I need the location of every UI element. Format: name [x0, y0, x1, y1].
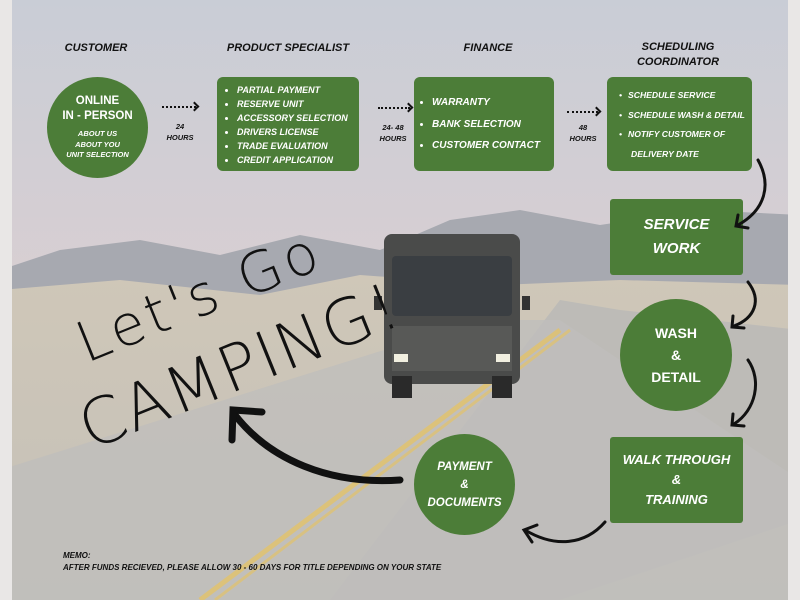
step-service-work: SERVICE WORK	[610, 199, 743, 275]
task-item: ACCESSORY SELECTION	[237, 111, 359, 125]
task-item: •SCHEDULE SERVICE	[619, 90, 716, 100]
column-header-customer: CUSTOMER	[64, 42, 128, 54]
duration-value: 24	[175, 122, 185, 131]
task-text: NOTIFY CUSTOMER OF	[628, 129, 726, 139]
step-walk-through-training: WALK THROUGH & TRAINING	[610, 437, 743, 523]
memo-text: AFTER FUNDS RECIEVED, PLEASE ALLOW 30 - …	[63, 563, 442, 572]
task-item: CUSTOMER CONTACT	[432, 135, 554, 157]
task-item: DELIVERY DATE	[631, 148, 699, 159]
column-header-scheduling-coordinator: SCHEDULING COORDINATOR	[618, 40, 738, 70]
step-text: WALK THROUGH	[622, 452, 731, 467]
task-text: SCHEDULE WASH & DETAIL	[628, 109, 745, 120]
customer-item: UNIT SELECTION	[66, 150, 129, 160]
rv-motorhome-image	[374, 234, 530, 398]
task-item: •NOTIFY CUSTOMER OF	[619, 129, 726, 139]
curved-arrow-icon	[732, 280, 757, 328]
duration-value: 24- 48	[382, 123, 404, 132]
step-text: DOCUMENTS	[427, 496, 502, 509]
task-item: WARRANTY	[432, 92, 554, 114]
curved-arrow-icon	[736, 158, 767, 227]
column-header-finance: FINANCE	[463, 42, 513, 54]
dotted-arrow-icon	[378, 107, 410, 109]
step-text: WORK	[652, 240, 701, 257]
dotted-arrow-icon	[162, 106, 196, 108]
column-header-product-specialist: PRODUCT SPECIALIST	[226, 42, 350, 54]
curved-arrow-icon	[732, 358, 757, 426]
task-item: DRIVERS LICENSE	[237, 125, 359, 139]
task-item: CREDIT APPLICATION	[237, 153, 359, 167]
step-text: &	[460, 478, 469, 491]
product-specialist-box: PARTIAL PAYMENT RESERVE UNIT ACCESSORY S…	[217, 77, 359, 171]
step-text: &	[670, 347, 682, 363]
customer-online: ONLINE	[75, 95, 120, 108]
dotted-arrow-icon	[567, 111, 598, 113]
task-item: RESERVE UNIT	[237, 97, 359, 111]
arrowhead-icon	[228, 406, 266, 444]
step-text: PAYMENT	[437, 460, 492, 473]
step-text: WASH	[655, 325, 697, 341]
finance-box: WARRANTY BANK SELECTION CUSTOMER CONTACT	[414, 77, 554, 171]
arrowhead-icon	[730, 314, 746, 330]
scheduling-coordinator-box: •SCHEDULE SERVICE •SCHEDULE WASH & DETAI…	[607, 77, 752, 171]
header-line: SCHEDULING	[641, 41, 715, 53]
memo: MEMO: AFTER FUNDS RECIEVED, PLEASE ALLOW…	[63, 550, 441, 574]
arrowhead-icon	[734, 213, 750, 230]
task-text: SCHEDULE SERVICE	[628, 90, 716, 100]
step-text: DETAIL	[651, 369, 701, 385]
customer-item: ABOUT YOU	[75, 139, 120, 149]
duration-unit: HOURS	[569, 134, 597, 143]
customer-item: ABOUT US	[77, 129, 118, 139]
duration-label: 24- 48 HOURS	[373, 122, 413, 144]
customer-circle: ONLINE IN - PERSON ABOUT US ABOUT YOU UN…	[47, 77, 148, 178]
task-item: PARTIAL PAYMENT	[237, 83, 359, 97]
customer-in-person: IN - PERSON	[62, 110, 133, 123]
duration-unit: HOURS	[379, 134, 407, 143]
step-text: TRAINING	[645, 492, 708, 507]
step-payment-documents: PAYMENT & DOCUMENTS	[414, 434, 515, 535]
duration-value: 48	[578, 123, 588, 132]
arrowhead-icon	[521, 523, 539, 544]
header-line: COORDINATOR	[636, 56, 720, 68]
step-wash-detail: WASH & DETAIL	[620, 299, 732, 411]
task-item: •SCHEDULE WASH & DETAIL	[619, 109, 745, 120]
memo-title: MEMO:	[63, 551, 91, 560]
task-item: TRADE EVALUATION	[237, 139, 359, 153]
curved-arrow-icon	[523, 520, 607, 544]
step-text: SERVICE	[643, 216, 710, 233]
duration-unit: HOURS	[166, 133, 194, 142]
step-text: &	[671, 472, 682, 487]
curved-arrow-icon	[231, 411, 404, 485]
arrowhead-icon	[730, 412, 746, 428]
task-item: BANK SELECTION	[432, 114, 554, 136]
